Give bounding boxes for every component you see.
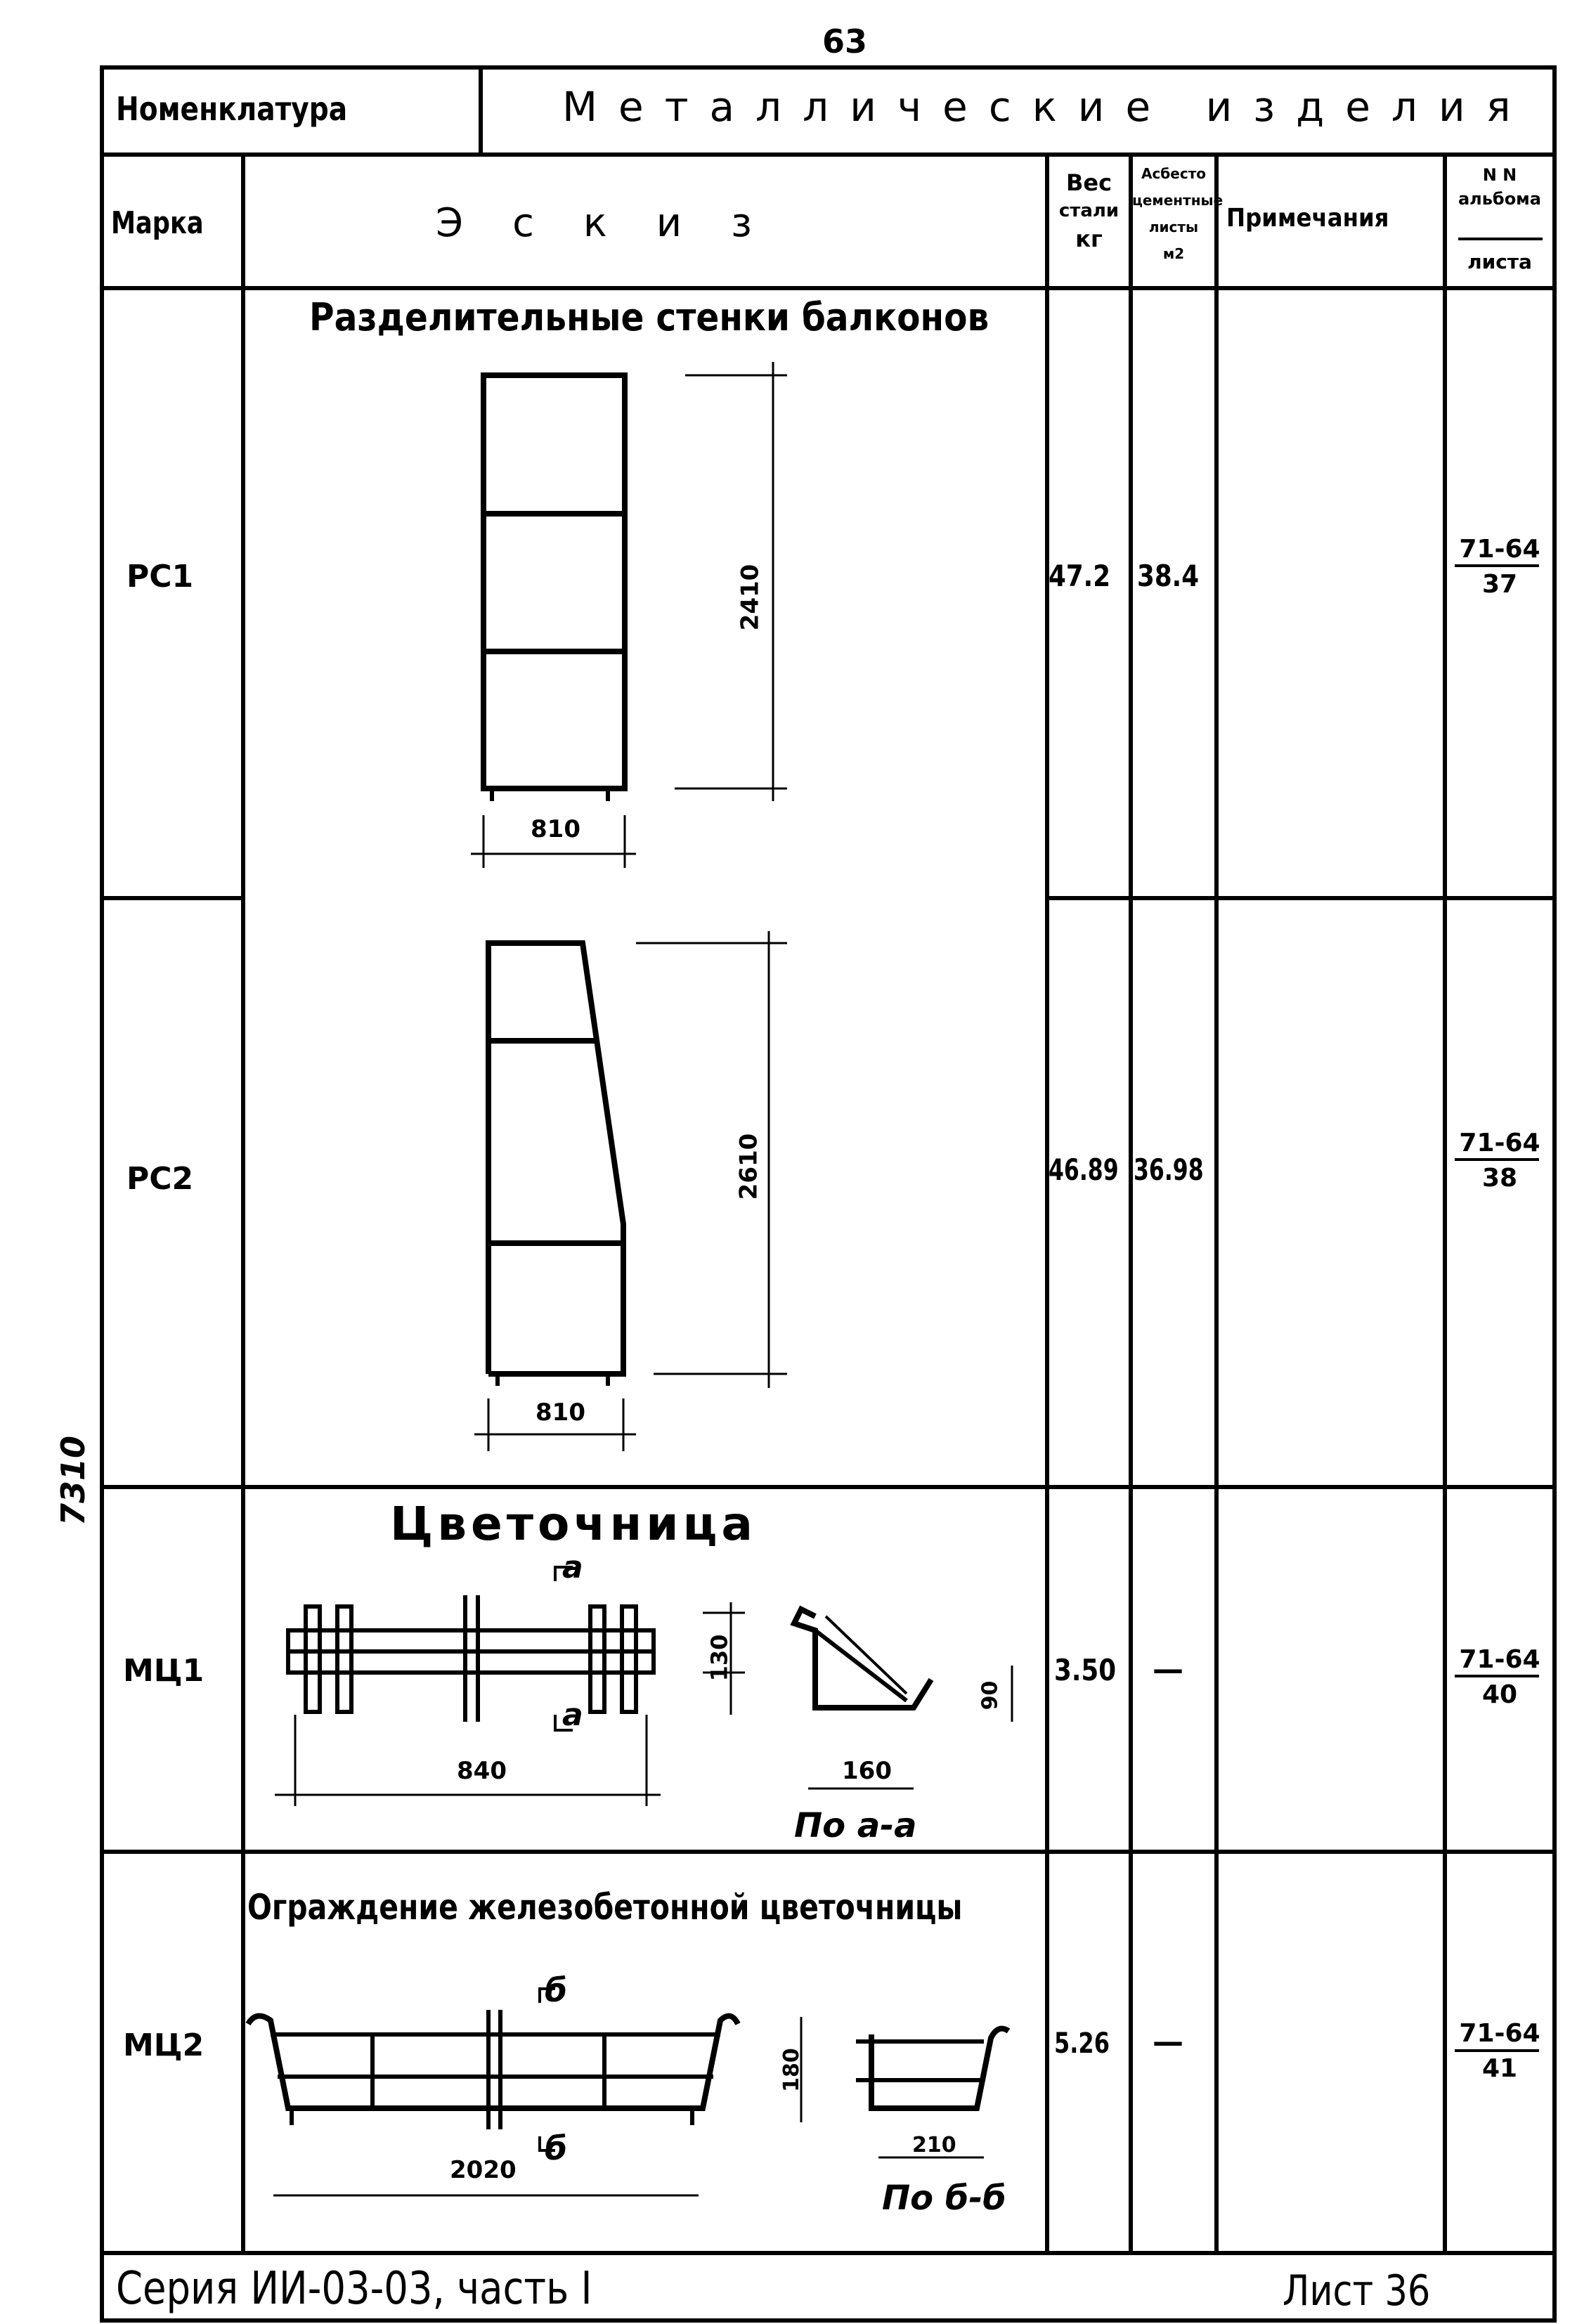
dim-section-width: 210 (912, 2133, 956, 2157)
nomenclature-label: Номенклатура (116, 90, 348, 128)
sketch-mc2 (245, 1987, 1011, 2197)
dim-height: 2410 (736, 564, 765, 631)
side-note: 7310 (54, 1435, 93, 1526)
cut-marker: б (545, 1971, 568, 2009)
row-mark: РС1 (126, 559, 194, 595)
sheet-label: Лист 36 (1283, 2266, 1431, 2316)
row-weight: 5.26 (1054, 2027, 1110, 2060)
row-asbestos: — (1153, 2024, 1183, 2060)
cut-marker: а (562, 1550, 583, 1585)
section-label: По а-а (794, 1806, 917, 1845)
col-mark-header: Марка (111, 205, 204, 241)
sketch-rc2 (474, 931, 787, 1451)
row-mark: МЦ2 (123, 2027, 205, 2063)
row-weight: 3.50 (1054, 1653, 1117, 1687)
section-title-partition-walls: Разделительные стенки балконов (309, 295, 989, 339)
row-mark: РС2 (126, 1161, 194, 1197)
section-label: По б-б (882, 2179, 1006, 2218)
section-title-flower-box: Цветочница (390, 1497, 757, 1551)
sketch-mc1 (275, 1566, 1013, 1806)
dim-length: 2020 (450, 2156, 517, 2184)
col-album-header: N N альбома листа (1458, 165, 1541, 273)
col-asbestos-header: Асбесто цементные листы м2 (1132, 165, 1224, 262)
series-label: Серия ИИ-03-03, часть I (116, 2263, 592, 2315)
cut-marker: б (545, 2129, 568, 2167)
section-title-flower-box-fence: Ограждение железобетонной цветочницы (247, 1887, 963, 1928)
dim-length: 840 (457, 1757, 507, 1785)
dim-height: 130 (706, 1634, 733, 1682)
page-number: 63 (822, 22, 868, 60)
row-asbestos: 36.98 (1134, 1153, 1204, 1187)
col-weight-header: Вес стали кг (1058, 169, 1120, 252)
row-weight: 46.89 (1049, 1153, 1119, 1187)
row-weight: 47.2 (1049, 559, 1111, 593)
dim-width: 810 (531, 815, 580, 843)
sketch-rc1 (471, 362, 787, 868)
cut-marker: а (562, 1697, 583, 1733)
row-asbestos: 38.4 (1137, 559, 1200, 593)
dim-height: 180 (779, 2048, 804, 2092)
col-sketch-header: Эскиз (436, 200, 801, 246)
document-title: Металлические изделия (562, 83, 1532, 131)
dim-height: 2610 (734, 1133, 763, 1200)
dim-section-width: 160 (842, 1757, 892, 1785)
dim-section-height: 90 (978, 1680, 1003, 1710)
col-notes-header: Примечания (1226, 204, 1389, 233)
row-mark: МЦ1 (123, 1653, 205, 1689)
row-asbestos: — (1153, 1651, 1183, 1687)
dim-width: 810 (536, 1398, 585, 1427)
